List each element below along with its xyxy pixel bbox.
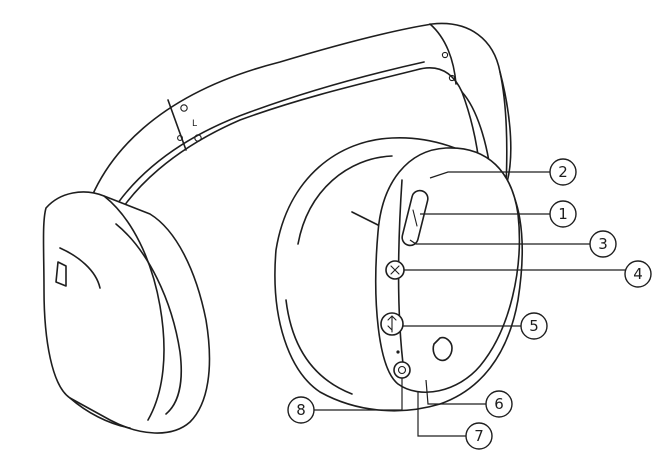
headband (77, 22, 512, 246)
callout-5: 5 (520, 312, 548, 340)
microphone-hole-icon (396, 350, 400, 354)
callout-1-number: 1 (558, 205, 568, 223)
callout-4-number: 4 (633, 265, 643, 283)
callout-6-number: 6 (494, 395, 504, 413)
callout-7-number: 7 (474, 427, 484, 445)
left-earcup (42, 191, 211, 434)
callout-2-number: 2 (558, 163, 568, 181)
callout-3-number: 3 (598, 235, 608, 253)
callout-4: 4 (624, 260, 652, 288)
callout-5-number: 5 (529, 317, 539, 335)
callout-2: 2 (549, 158, 577, 186)
side-label: L (192, 119, 197, 129)
callout-7: 7 (465, 422, 493, 450)
callout-3: 3 (589, 230, 617, 258)
callout-6: 6 (485, 390, 513, 418)
leader-lines (314, 171, 625, 437)
callout-8-number: 8 (296, 401, 306, 419)
headband-slider-marks: L (177, 51, 456, 142)
callout-1: 1 (549, 200, 577, 228)
earcup-controls (380, 189, 429, 379)
callout-8: 8 (287, 396, 315, 424)
